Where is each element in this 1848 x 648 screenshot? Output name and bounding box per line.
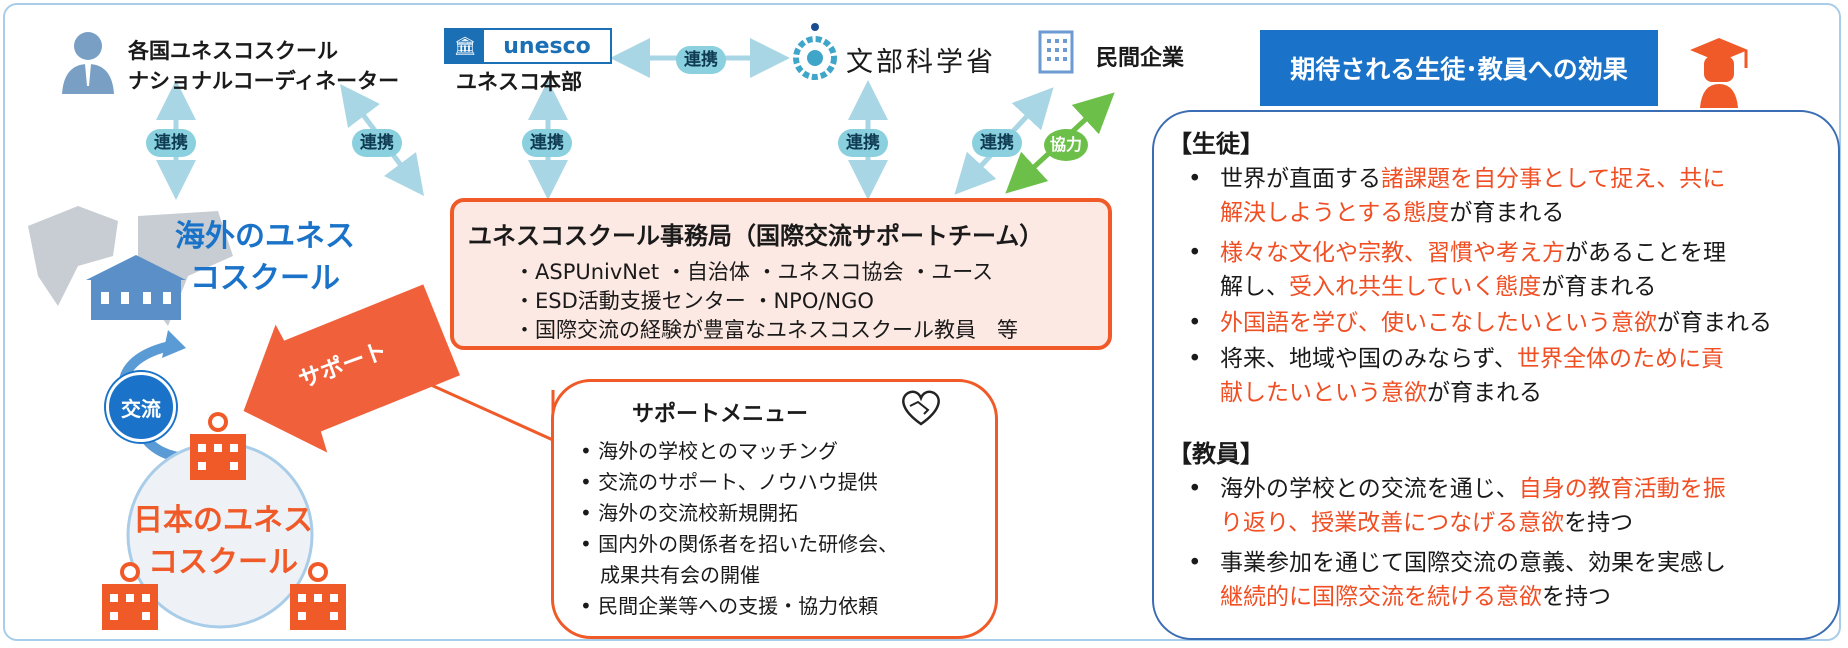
bullet-dot: • [1188,310,1202,336]
secretariat-line-1: ・ASPUnivNet ・自治体 ・ユネスコ協会 ・ユース [514,260,994,284]
bullet-dot: • [1188,240,1202,266]
support-menu-item-4-cont: 成果共有会の開催 [580,563,760,587]
student-effect-4: 将来、地域や国のみならず、世界全体のために貢 献したいという意欲が育まれる [1220,346,1724,406]
renkei-pill-5: 連携 [838,129,888,157]
japan-school-icon-top [186,410,250,482]
japan-school-icon-left [98,560,162,632]
student-effect-1: 世界が直面する諸課題を自分事として捉え、共に 解決しようとする態度が育まれる [1220,166,1726,226]
mext-emblem-icon [790,20,840,80]
renkei-pill-2: 連携 [352,129,402,157]
secretariat-title: ユネスコスクール事務局（国際交流サポートチーム） [468,222,1044,250]
renkei-pill-3: 連携 [522,129,572,157]
building-icon [1038,30,1074,74]
teachers-heading: 【教員】 [1168,440,1264,468]
japan-school-icon-right [286,560,350,632]
support-menu-title: サポートメニュー [632,402,809,427]
coordinator-label: 各国ユネスコスクール ナショナルコーディネーター [128,36,399,96]
effects-panel [1152,110,1840,640]
overseas-school-line-1: 海外のユネス [175,219,355,254]
overseas-school-building-icon [76,250,196,320]
secretariat-box: ユネスコスクール事務局（国際交流サポートチーム） ・ASPUnivNet ・自治… [450,198,1112,350]
unesco-logo: 🏛 unesco [444,28,612,64]
support-menu-item-4: • 国内外の関係者を招いた研修会、 [580,532,899,556]
teacher-effect-2: 事業参加を通じて国際交流の意義、効果を実感し 継続的に国際交流を続ける意欲を持つ [1220,550,1726,610]
exchange-badge: 交流 [106,372,176,442]
unesco-logo-text: unesco [503,33,591,59]
coordinator-line-1: 各国ユネスコスクール [128,39,338,63]
outer-frame [3,3,1841,641]
renkei-pill-4: 連携 [676,46,726,74]
kyoryoku-pill: 協力 [1044,129,1089,161]
coordinator-person-icon [58,28,118,96]
secretariat-line-3: ・国際交流の経験が豊富なユネスコスクール教員 等 [514,318,1018,342]
overseas-school-label: 海外のユネス コスクール [160,216,370,300]
japan-school-line-1: 日本のユネス [133,503,313,538]
company-label: 民間企業 [1096,46,1185,71]
japan-school-line-2: コスクール [148,545,298,580]
japan-school-label: 日本のユネス コスクール [118,500,328,584]
support-menu-box: サポートメニュー • 海外の学校とのマッチング • 交流のサポート、ノウハウ提供… [551,379,998,639]
bullet-dot: • [1188,550,1202,576]
bullet-dot: • [1188,476,1202,502]
support-menu-list: • 海外の学校とのマッチング • 交流のサポート、ノウハウ提供 • 海外の交流校… [580,436,898,622]
mext-label: 文部科学省 [846,47,996,78]
student-effect-2: 様々な文化や宗教、習慣や考え方があることを理 解し、受入れ共生していく態度が育ま… [1220,240,1726,300]
students-heading: 【生徒】 [1168,130,1264,158]
graduate-icon [1686,34,1752,108]
teacher-effect-1: 海外の学校との交流を通じ、自身の教育活動を振 り返り、授業改善につなげる意欲を持… [1220,476,1726,536]
support-menu-item-2: • 交流のサポート、ノウハウ提供 [580,470,878,494]
support-menu-item-3: • 海外の交流校新規開拓 [580,501,799,525]
menu-callout [419,378,555,443]
support-menu-item-1: • 海外の学校とのマッチング [580,439,838,463]
student-effect-3: 外国語を学び、使いこなしたいという意欲が育まれる [1220,310,1772,336]
bullet-dot: • [1188,166,1202,192]
overseas-school-line-2: コスクール [190,261,340,296]
support-arrow [243,284,460,453]
temple-icon: 🏛 [446,30,484,62]
renkei-pill-6: 連携 [972,129,1022,157]
coordinator-line-2: ナショナルコーディネーター [128,69,400,93]
secretariat-members: ・ASPUnivNet ・自治体 ・ユネスコ協会 ・ユース ・ESD活動支援セン… [514,258,1018,345]
effects-title: 期待される生徒･教員への効果 [1260,30,1658,106]
bullet-dot: • [1188,346,1202,372]
support-menu-item-5: • 民間企業等への支援・協力依頼 [580,594,879,618]
unesco-hq-label: ユネスコ本部 [456,70,582,94]
renkei-pill-1: 連携 [146,129,196,157]
secretariat-line-2: ・ESD活動支援センター ・NPO/NGO [514,289,874,313]
handshake-heart-icon [896,388,946,428]
